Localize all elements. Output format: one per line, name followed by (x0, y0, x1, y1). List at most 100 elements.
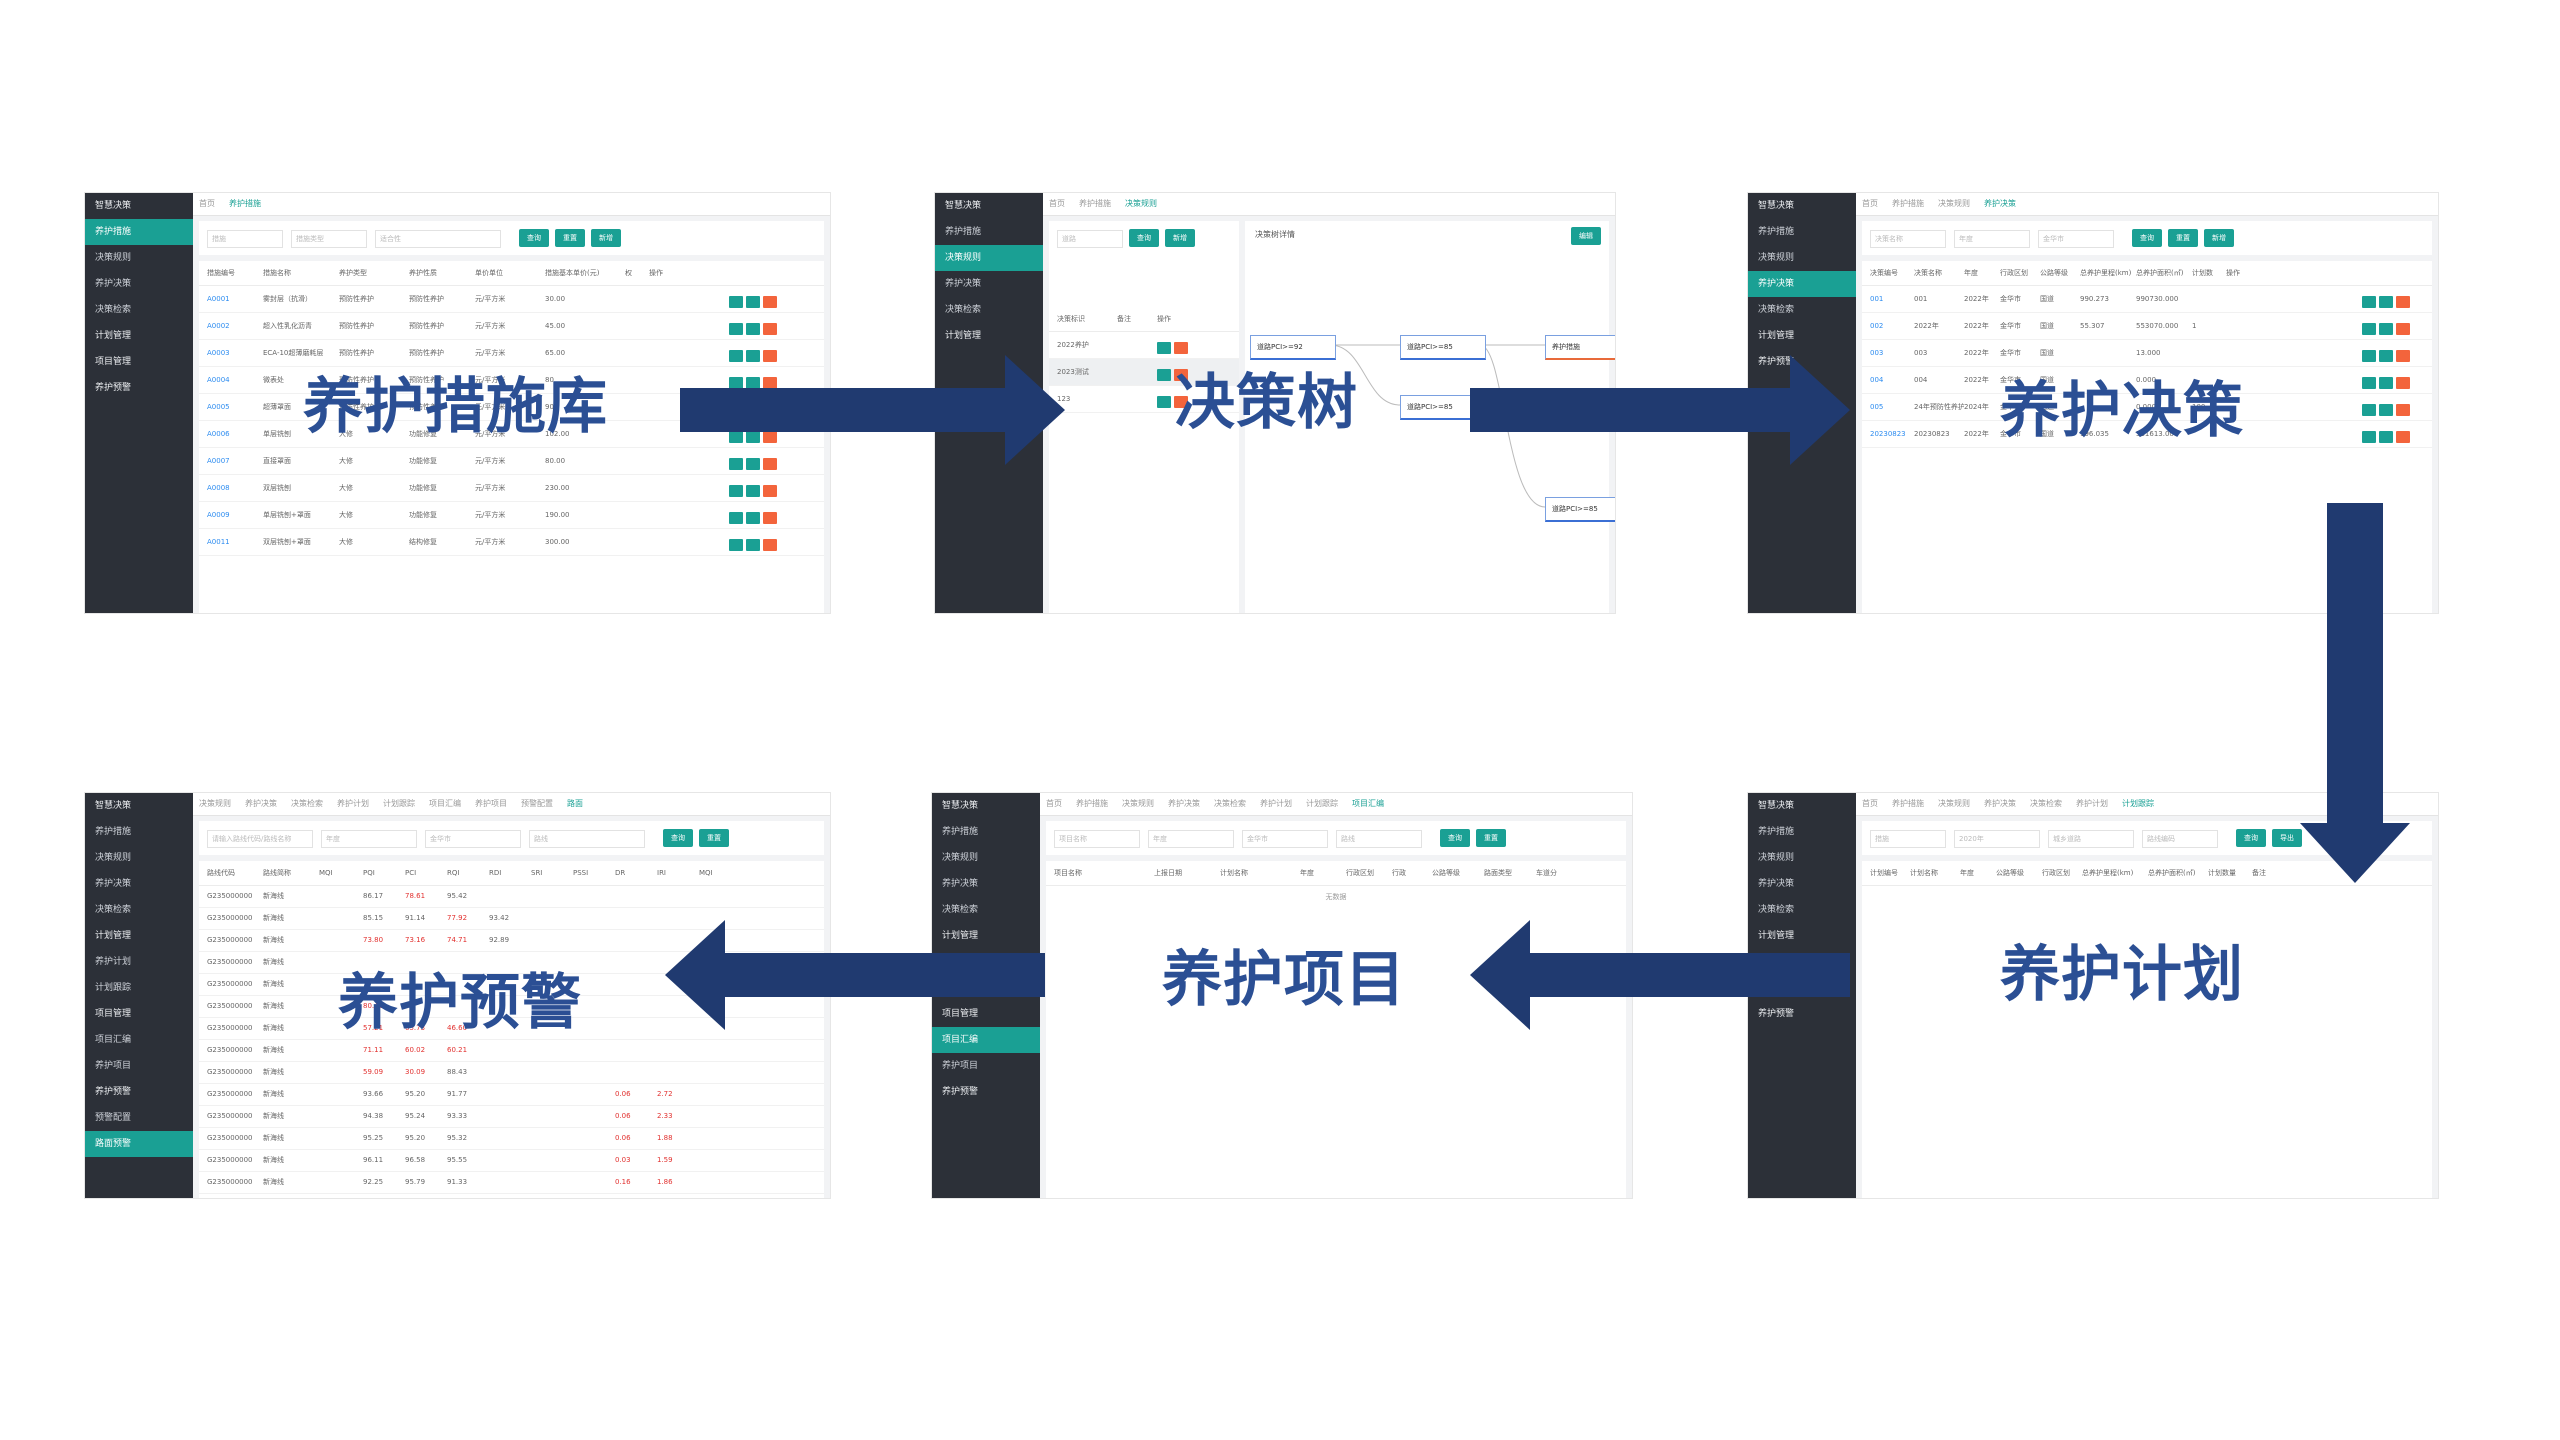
column-header[interactable]: MQI (699, 869, 713, 877)
sidebar-item[interactable]: 决策规则 (1758, 853, 1795, 863)
column-header[interactable]: PQI (363, 869, 375, 877)
tab-item[interactable]: 养护措施 (1892, 799, 1924, 808)
sidebar-item[interactable]: 项目管理 (95, 1009, 132, 1019)
edit-button[interactable] (729, 377, 743, 389)
filter-input[interactable]: 金华市 (2038, 230, 2114, 248)
delete-button[interactable] (763, 512, 777, 524)
sidebar-item[interactable]: 决策检索 (945, 305, 982, 315)
column-header[interactable]: 养护类型 (339, 269, 367, 277)
sidebar-item[interactable]: 养护决策 (95, 279, 132, 289)
edit-button[interactable] (746, 485, 760, 497)
filter-input[interactable]: 城乡道路 (2048, 830, 2134, 848)
sidebar-item[interactable]: 养护项目 (95, 1061, 132, 1071)
tab-item[interactable]: 项目汇编 (429, 799, 461, 808)
sidebar-item[interactable]: 决策规则 (95, 253, 132, 263)
rule-row[interactable]: 2023测试 (1049, 359, 1239, 386)
table-cell[interactable]: A0004 (207, 376, 230, 384)
rule-row[interactable]: 2022养护 (1049, 332, 1239, 359)
column-header[interactable]: RQI (447, 869, 460, 877)
column-header[interactable]: 公路等级 (2040, 269, 2068, 277)
delete-button[interactable] (1174, 396, 1188, 408)
tab-item[interactable]: 养护决策 (245, 799, 277, 808)
action-button[interactable]: 导出 (2272, 829, 2302, 847)
edit-button[interactable] (2379, 404, 2393, 416)
table-cell[interactable]: A0001 (207, 295, 230, 303)
sidebar-item[interactable]: 智慧决策 (1758, 201, 1795, 211)
filter-input[interactable]: 措施 (207, 230, 283, 248)
edit-button[interactable] (729, 458, 743, 470)
sidebar-item[interactable]: 养护措施 (1758, 227, 1795, 237)
sidebar-item[interactable]: 项目管理 (942, 1009, 979, 1019)
sidebar-item[interactable]: 项目汇编 (932, 1027, 1040, 1053)
sidebar-item[interactable]: 项目管理 (95, 357, 132, 367)
column-header[interactable]: PCI (405, 869, 417, 877)
column-header[interactable]: 行政区划 (1346, 869, 1374, 877)
edit-button[interactable] (2379, 377, 2393, 389)
delete-button[interactable] (763, 323, 777, 335)
tab-item[interactable]: 决策规则 (1938, 199, 1970, 208)
delete-button[interactable] (2396, 350, 2410, 362)
edit-button[interactable] (729, 485, 743, 497)
edit-button[interactable] (746, 512, 760, 524)
tab-item[interactable]: 计划跟踪 (2122, 799, 2154, 808)
action-button[interactable]: 查询 (2236, 829, 2266, 847)
edit-button[interactable] (2362, 350, 2376, 362)
edit-button[interactable] (729, 539, 743, 551)
sidebar-item[interactable]: 养护预警 (1758, 357, 1795, 367)
tree-node[interactable]: 道路PCI>=85 (1545, 497, 1615, 522)
column-header[interactable]: 备注 (2252, 869, 2266, 877)
sidebar-item[interactable]: 智慧决策 (945, 201, 982, 211)
action-button[interactable]: 重置 (1476, 829, 1506, 847)
edit-button[interactable] (729, 296, 743, 308)
sidebar-item[interactable]: 计划管理 (942, 931, 979, 941)
tab-item[interactable]: 养护措施 (1076, 799, 1108, 808)
column-header[interactable]: 决策编号 (1870, 269, 1898, 277)
action-button[interactable]: 新增 (591, 229, 621, 247)
delete-button[interactable] (763, 431, 777, 443)
table-cell[interactable]: 002 (1870, 322, 1884, 330)
delete-button[interactable] (2396, 431, 2410, 443)
edit-button[interactable] (1157, 396, 1171, 408)
edit-button[interactable] (746, 458, 760, 470)
column-header[interactable]: 行政 (1392, 869, 1406, 877)
filter-input[interactable]: 金华市 (1242, 830, 1328, 848)
column-header[interactable]: 计划数量 (2208, 869, 2236, 877)
filter-input[interactable]: 路线 (1336, 830, 1422, 848)
edit-button[interactable] (729, 350, 743, 362)
column-header[interactable]: 操作 (1157, 315, 1171, 323)
edit-button[interactable] (2362, 377, 2376, 389)
column-header[interactable]: 计划名称 (1910, 869, 1938, 877)
sidebar-item[interactable]: 决策检索 (1758, 905, 1795, 915)
tab-item[interactable]: 决策规则 (1122, 799, 1154, 808)
tab-item[interactable]: 养护措施 (1079, 199, 1111, 208)
column-header[interactable]: 计划编号 (1870, 869, 1898, 877)
tab-item[interactable]: 首页 (1046, 799, 1062, 808)
sidebar-item[interactable]: 计划管理 (95, 931, 132, 941)
column-header[interactable]: 路线代码 (207, 869, 235, 877)
table-cell[interactable]: A0002 (207, 322, 230, 330)
tab-bar[interactable]: 首页养护措施 (193, 193, 830, 216)
column-header[interactable]: 总养护里程(km) (2080, 269, 2132, 277)
column-header[interactable]: 备注 (1117, 315, 1131, 323)
edit-button[interactable] (746, 377, 760, 389)
sidebar-item[interactable]: 智慧决策 (95, 801, 132, 811)
table-cell[interactable]: A0003 (207, 349, 230, 357)
tab-item[interactable]: 养护措施 (1892, 199, 1924, 208)
rule-row[interactable]: 123 (1049, 386, 1239, 413)
column-header[interactable]: 年度 (1300, 869, 1314, 877)
table-cell[interactable]: 001 (1870, 295, 1884, 303)
delete-button[interactable] (2396, 296, 2410, 308)
tab-item[interactable]: 养护计划 (1260, 799, 1292, 808)
tab-item[interactable]: 养护项目 (475, 799, 507, 808)
sidebar-item[interactable]: 养护预警 (942, 1087, 979, 1097)
tab-item[interactable]: 首页 (1862, 199, 1878, 208)
table-cell[interactable]: 20230823 (1870, 430, 1906, 438)
tab-item[interactable]: 决策规则 (1938, 799, 1970, 808)
action-button[interactable]: 查询 (1440, 829, 1470, 847)
filter-input[interactable]: 路线编码 (2142, 830, 2218, 848)
table-cell[interactable]: A0009 (207, 511, 230, 519)
column-header[interactable]: 项目名称 (1054, 869, 1082, 877)
column-header[interactable]: 操作 (649, 269, 663, 277)
sidebar-item[interactable]: 养护决策 (942, 879, 979, 889)
delete-button[interactable] (1174, 369, 1188, 381)
